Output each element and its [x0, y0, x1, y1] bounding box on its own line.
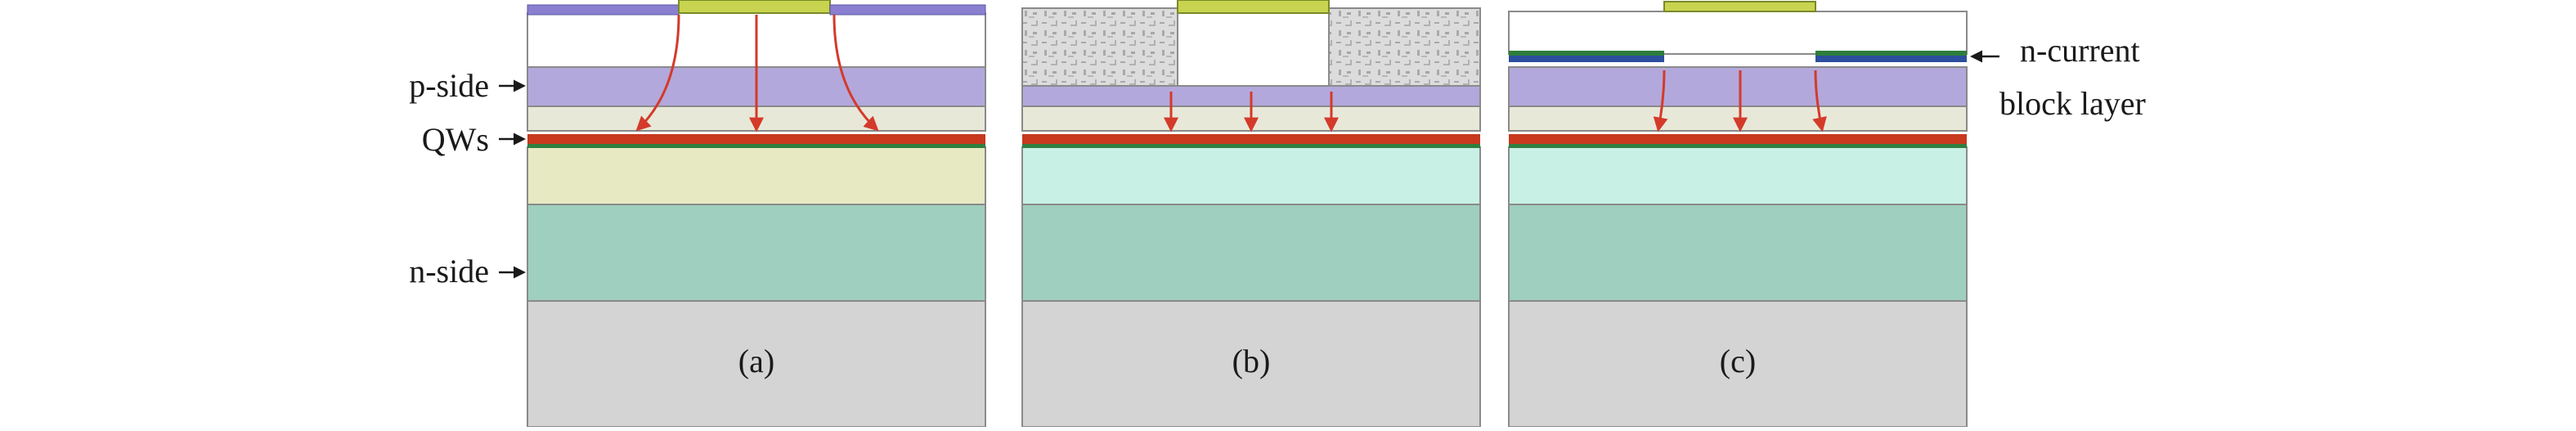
- right-labels: n-current block layer: [1970, 32, 2146, 122]
- current-arrow-left: [1653, 70, 1668, 132]
- block-layer-right-green: [1815, 51, 1967, 56]
- n-side-layer: [1508, 204, 1968, 302]
- contact-pad-right: [829, 4, 986, 16]
- n-upper-layer: [1508, 146, 1968, 205]
- qw-red-layer: [1022, 134, 1480, 144]
- n-side-layer: [527, 204, 986, 302]
- qw-red-layer: [1509, 134, 1967, 144]
- qw-green-layer: [1509, 144, 1967, 148]
- block-layer-left-green: [1509, 51, 1664, 56]
- label-p-side: p-side: [409, 67, 489, 104]
- cladding-center: [1177, 12, 1330, 87]
- label-qws: QWs: [422, 121, 489, 158]
- contact-ridge: [1177, 0, 1330, 14]
- panel-caption-a: (a): [738, 343, 774, 379]
- qw-red-layer: [527, 134, 985, 144]
- label-n-current: n-current: [2020, 32, 2140, 69]
- rough-region-right: [1328, 7, 1481, 87]
- contact-ridge: [1663, 1, 1816, 12]
- n-side-layer: [1021, 204, 1481, 302]
- p-layer: [1508, 66, 1968, 107]
- current-arrow-right: [832, 14, 879, 132]
- block-layer-left-blue: [1509, 56, 1664, 62]
- panel-b: (b): [1021, 0, 1481, 428]
- panel-c: (c): [1508, 1, 1968, 428]
- panel-caption-b: (b): [1232, 343, 1271, 379]
- qw-green-layer: [527, 144, 985, 148]
- rough-region-left: [1021, 7, 1178, 87]
- contact-pad-left: [527, 4, 680, 16]
- current-arrow-right: [1812, 70, 1827, 132]
- cladding-layer: [1508, 11, 1968, 55]
- n-upper-layer: [527, 146, 986, 205]
- label-block-layer: block layer: [1999, 85, 2146, 122]
- thin-layer: [1508, 106, 1968, 132]
- panel-a: (a): [527, 0, 986, 428]
- n-upper-layer: [1021, 146, 1481, 205]
- block-layer-right-blue: [1815, 56, 1967, 62]
- left-labels: p-side QWs n-side: [409, 67, 526, 290]
- substrate-layer: [1508, 300, 1968, 428]
- label-n-side: n-side: [409, 253, 489, 290]
- qw-green-layer: [1022, 144, 1480, 148]
- panel-caption-c: (c): [1720, 343, 1756, 379]
- current-arrow-left: [635, 14, 680, 132]
- substrate-layer: [527, 300, 986, 428]
- contact-ridge: [678, 0, 831, 14]
